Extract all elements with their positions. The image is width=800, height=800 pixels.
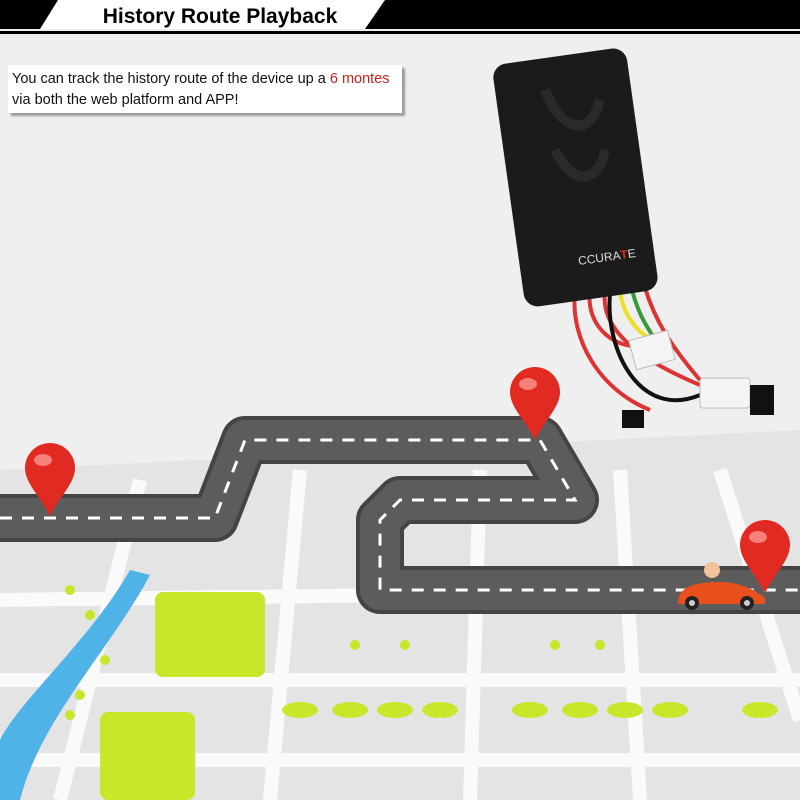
gps-tracker-device: CCURATE (493, 48, 774, 428)
callout-text: You can track the history route of the d… (12, 71, 330, 87)
callout-highlight: 6 montes (329, 71, 390, 87)
callout-text-line2: via both the web platform and APP! (12, 92, 239, 108)
page-title: History Route Playback (102, 5, 338, 28)
route-road (0, 416, 800, 614)
car-icon (678, 562, 765, 610)
map-pin-icon (510, 367, 560, 440)
map-pin-icon (740, 520, 790, 593)
map-pin-icon (25, 443, 75, 516)
river (0, 570, 150, 800)
parks (65, 585, 778, 800)
feature-callout: You can track the history route of the d… (8, 65, 402, 113)
header-bar (0, 0, 800, 34)
